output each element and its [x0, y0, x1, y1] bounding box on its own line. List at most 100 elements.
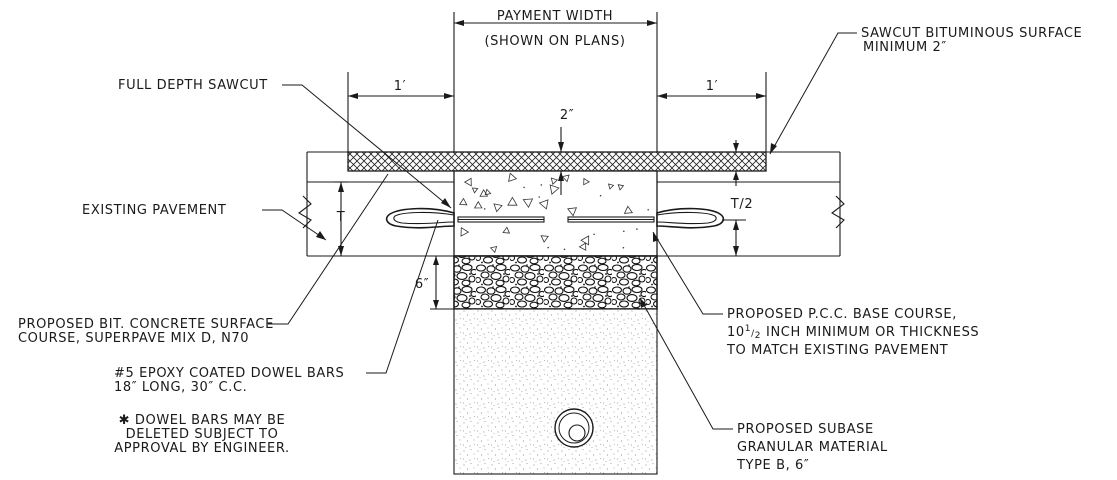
surface-thickness-label: 2″: [560, 108, 574, 123]
aggregate-mark: [538, 199, 549, 210]
underdrain-pipe-core: [568, 424, 586, 442]
pcc-base-leader: [652, 231, 723, 315]
sawcut-bituminous-leader: [769, 32, 857, 155]
aggregate-mark: [540, 184, 543, 186]
aggregate-mark: [483, 208, 486, 210]
subbase-thickness-label: 6″: [415, 277, 429, 292]
granular-subbase: [453, 255, 658, 310]
aggregate-mark: [580, 235, 590, 246]
arrowhead: [733, 246, 739, 256]
arrowhead: [733, 143, 739, 152]
aggregate-mark: [540, 235, 549, 243]
concrete-aggregate-marks: [458, 172, 649, 254]
arrowhead: [558, 142, 564, 152]
aggregate-mark: [484, 188, 492, 196]
aggregate-mark: [507, 196, 518, 206]
aggregate-mark: [563, 248, 566, 251]
aggregate-mark: [561, 174, 570, 183]
aggregate-mark: [567, 207, 578, 217]
aggregate-mark: [502, 226, 511, 234]
arrowhead: [558, 171, 564, 181]
aggregate-mark: [599, 194, 602, 197]
callouts: SAWCUT BITUMINOUS SURFACE MINIMUM 2″ FUL…: [18, 26, 1082, 473]
arrowhead: [441, 198, 451, 208]
aggregate-mark: [583, 177, 591, 186]
aggregate-mark: [471, 187, 479, 194]
aggregate-mark: [647, 209, 649, 211]
dowel-bars-label: #5 EPOXY COATED DOWEL BARS: [114, 366, 344, 381]
dowel-epoxy-grout-left: [385, 207, 455, 229]
subgrade-trench: [453, 308, 658, 475]
aggregate-mark: [508, 172, 518, 183]
right-offset-label: 1′: [706, 79, 718, 94]
aggregate-mark: [463, 177, 472, 187]
dowel-bars-leader: [366, 219, 439, 374]
arrowhead: [433, 300, 439, 309]
aggregate-mark: [636, 228, 638, 230]
dowel-epoxy-inner-left: [393, 211, 455, 225]
subbase-label-3: TYPE B, 6″: [736, 458, 809, 473]
half-thickness-label: T/2: [730, 197, 753, 212]
subbase-label-2: GRANULAR MATERIAL: [737, 440, 888, 455]
aggregate-mark: [607, 183, 615, 190]
aggregate-mark: [538, 196, 540, 198]
aggregate-mark: [623, 205, 634, 214]
arrowhead: [444, 93, 454, 99]
bit-surface-leader: [268, 173, 389, 325]
payment-width-label: PAYMENT WIDTH: [497, 9, 613, 24]
dowel-bars-label-2: 18″ LONG, 30″ C.C.: [114, 380, 247, 395]
payment-width-note: (SHOWN ON PLANS): [484, 34, 625, 49]
aggregate-mark: [493, 203, 503, 213]
arrowhead: [454, 20, 464, 26]
pcc-base-course: [453, 170, 658, 257]
full-depth-sawcut-leader: [282, 84, 452, 209]
break-mark-right: [831, 195, 845, 229]
sawcut-bituminous-label: SAWCUT BITUMINOUS SURFACE: [861, 26, 1082, 41]
arrowhead: [770, 143, 777, 154]
pavement-structure: [298, 151, 845, 475]
arrowhead: [348, 93, 358, 99]
arrowhead: [640, 298, 647, 308]
aggregate-mark: [489, 245, 498, 254]
existing-pavement-label: EXISTING PAVEMENT: [82, 203, 226, 218]
underdrain-pipe-inner: [558, 412, 590, 444]
arrowhead: [433, 256, 439, 265]
arrowhead: [338, 246, 344, 256]
arrowhead: [756, 93, 766, 99]
aggregate-mark: [549, 184, 560, 195]
aggregate-mark: [523, 186, 525, 189]
arrowhead: [316, 231, 326, 240]
aggregate-mark: [578, 242, 587, 251]
bituminous-surface-course: [347, 151, 767, 172]
dowel-note-line-2: DELETED SUBJECT TO: [126, 427, 279, 442]
pcc-base-label: PROPOSED P.C.C. BASE COURSE,: [727, 307, 957, 322]
aggregate-mark: [458, 197, 468, 206]
underdrain-pipe-outer: [554, 408, 594, 448]
dowel-note-line-3: APPROVAL BY ENGINEER.: [114, 441, 290, 456]
arrowhead: [733, 171, 739, 180]
aggregate-mark: [617, 184, 625, 191]
aggregate-mark: [460, 226, 470, 237]
bit-surface-label: PROPOSED BIT. CONCRETE SURFACE: [18, 317, 274, 332]
existing-pavement-leader: [262, 209, 327, 241]
aggregate-mark: [547, 246, 549, 249]
arrowhead: [733, 220, 739, 230]
dowel-note-line-1: ✱ DOWEL BARS MAY BE: [119, 413, 286, 428]
dimensions: PAYMENT WIDTH (SHOWN ON PLANS) 1′ 1′ 2″ …: [334, 9, 767, 310]
subbase-label: PROPOSED SUBASE: [737, 422, 874, 437]
existing-thickness-label: T: [336, 210, 346, 225]
aggregate-mark: [593, 233, 595, 236]
sawcut-bituminous-label-2: MINIMUM 2″: [863, 40, 947, 55]
arrowhead: [653, 232, 659, 242]
left-offset-label: 1′: [394, 79, 406, 94]
aggregate-mark: [623, 230, 625, 233]
arrowhead: [647, 20, 657, 26]
aggregate-mark: [550, 177, 559, 185]
aggregate-mark: [473, 200, 483, 209]
arrowhead: [338, 182, 344, 192]
dowel-epoxy-grout-right: [656, 207, 725, 229]
break-mark-left: [298, 195, 312, 229]
aggregate-mark: [622, 246, 625, 249]
